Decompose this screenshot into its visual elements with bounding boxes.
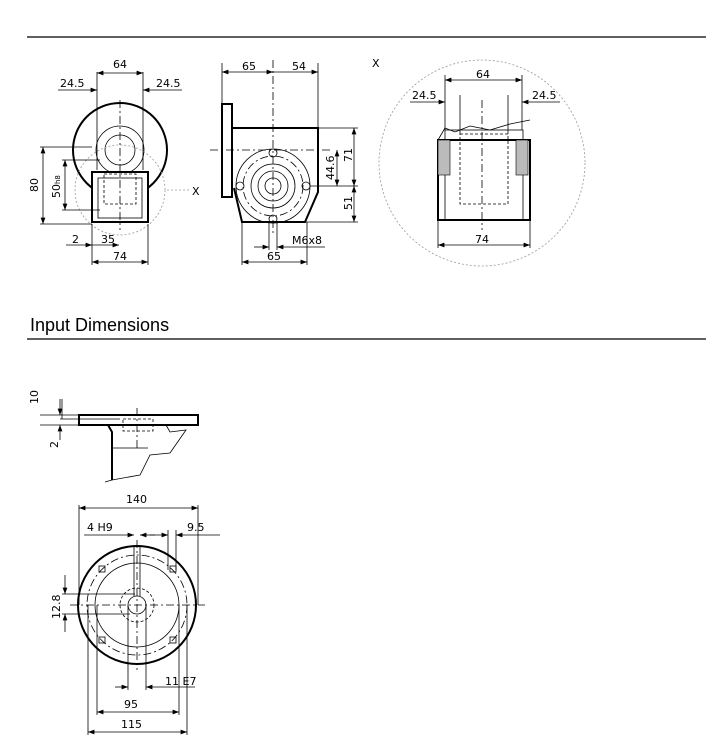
section-title: Input Dimensions <box>30 315 169 335</box>
dim-right: 24.5 <box>532 89 557 102</box>
output-side-view: 65 54 44.6 71 51 M6x8 65 <box>210 60 358 265</box>
dim-right-offset: 24.5 <box>156 77 181 90</box>
svg-text:50h8: 50h8 <box>50 175 63 198</box>
dim-top: 64 <box>476 68 490 81</box>
dim-bottom-left: 2 <box>72 233 79 246</box>
dim-bottom: 65 <box>267 250 281 263</box>
detail-circle-marker <box>74 144 166 236</box>
input-side-view: 10 2 <box>28 390 199 483</box>
dim-slot: 9.5 <box>187 521 205 534</box>
dim-bottom-mid: 35 <box>101 233 115 246</box>
dim-right: 54 <box>292 60 306 73</box>
dim-h1: 44.6 <box>324 156 337 181</box>
dim-shaft: 50 <box>50 184 63 198</box>
dim-top: 64 <box>113 58 127 71</box>
dim-height: 80 <box>28 178 41 192</box>
dim-bottom: 74 <box>475 233 489 246</box>
dim-spigot: 2 <box>48 441 61 448</box>
dim-h2: 71 <box>342 148 355 162</box>
dim-h3: 51 <box>342 196 355 210</box>
detail-label: X <box>372 57 380 70</box>
dim-left-offset: 24.5 <box>60 77 85 90</box>
dim-outer: 140 <box>126 493 147 506</box>
dim-thickness: 10 <box>28 390 41 404</box>
input-front-view: 140 4 H9 9.5 12.8 11 E7 95 115 <box>50 493 220 735</box>
dim-bore: 11 E7 <box>165 675 196 688</box>
dim-left: 24.5 <box>412 89 437 102</box>
detail-view-x: X 64 24.5 24.5 74 <box>372 57 586 267</box>
output-front-view: 64 24.5 24.5 80 50h8 2 35 74 X <box>28 58 200 265</box>
dim-key: 4 H9 <box>87 521 113 534</box>
detail-marker: X <box>192 185 200 198</box>
dim-pcd: 115 <box>121 718 142 731</box>
dim-key-height: 12.8 <box>50 595 63 620</box>
dim-bottom-width: 74 <box>113 250 127 263</box>
dim-left: 65 <box>242 60 256 73</box>
dim-shaft-tol: h8 <box>54 175 62 184</box>
dim-thread: M6x8 <box>292 234 322 247</box>
dim-spigot: 95 <box>124 698 138 711</box>
